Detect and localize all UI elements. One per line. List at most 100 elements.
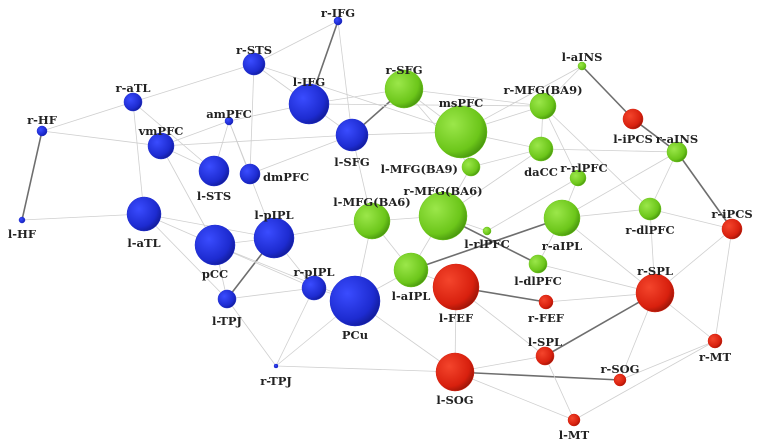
node-vmPFC bbox=[147, 132, 175, 160]
edge-vmPFC-l-SFG bbox=[160, 134, 353, 147]
edge-r-IFG-r-STS bbox=[253, 20, 339, 65]
node-r-rlPFC bbox=[569, 169, 587, 187]
edge-r-MT-r-SOG bbox=[619, 340, 716, 381]
node-label-r-MFG(BA9): r-MFG(BA9) bbox=[503, 83, 582, 97]
node-label-l-MT: l-MT bbox=[559, 428, 590, 442]
node-label-msPFC: msPFC bbox=[439, 96, 484, 110]
node-pCC bbox=[194, 224, 236, 266]
label-layer: r-IFGr-STSr-aTLr-HFl-HFamPFCl-IFGvmPFCl-… bbox=[8, 6, 753, 442]
node-label-r-SPL: r-SPL bbox=[637, 264, 673, 278]
edge-r-SPL-l-SPL bbox=[544, 292, 656, 357]
node-label-l-TPJ: l-TPJ bbox=[212, 314, 242, 328]
node-label-r-HF: r-HF bbox=[27, 113, 58, 127]
node-label-r-aINS: r-aINS bbox=[656, 132, 698, 146]
node-r-SFG bbox=[384, 69, 424, 109]
node-l-SFG bbox=[335, 118, 369, 152]
node-r-aINS bbox=[666, 141, 688, 163]
node-label-r-TPJ: r-TPJ bbox=[260, 374, 292, 388]
node-l-iPCS bbox=[622, 108, 644, 130]
node-label-l-FEF: l-FEF bbox=[439, 311, 474, 325]
edge-l-dlPFC-r-SPL bbox=[537, 263, 656, 294]
node-l-aTL bbox=[126, 196, 162, 232]
edge-r-MFG(BA9)-r-dlPFC bbox=[542, 105, 651, 210]
edge-l-SOG-l-MT bbox=[454, 371, 575, 421]
edge-r-dlPFC-r-iPCS bbox=[649, 208, 733, 230]
node-r-aIPL bbox=[543, 199, 581, 237]
edge-r-HF-l-HF bbox=[21, 130, 43, 221]
node-l-IFG bbox=[288, 83, 330, 125]
edge-l-SOG-r-TPJ bbox=[275, 365, 456, 373]
node-label-l-HF: l-HF bbox=[8, 227, 37, 241]
node-l-MFG(BA6) bbox=[353, 202, 391, 240]
node-label-r-SFG: r-SFG bbox=[385, 63, 422, 77]
edge-r-HF-vmPFC bbox=[41, 130, 162, 147]
node-r-TPJ bbox=[273, 363, 279, 369]
node-label-l-iPCS: l-iPCS bbox=[613, 132, 653, 146]
node-l-TPJ bbox=[217, 289, 237, 309]
node-r-MFG(BA9) bbox=[529, 92, 557, 120]
node-label-r-aIPL: r-aIPL bbox=[542, 239, 582, 253]
node-label-l-SPL: l-SPL bbox=[528, 335, 562, 349]
edge-r-STS-dmPFC bbox=[249, 63, 255, 175]
node-l-pIPL bbox=[253, 217, 295, 259]
node-layer bbox=[18, 16, 743, 427]
node-label-l-IFG: l-IFG bbox=[293, 75, 326, 89]
node-l-SPL bbox=[535, 346, 555, 366]
edge-l-aTL-l-TPJ bbox=[143, 213, 228, 300]
node-label-l-aTL: l-aTL bbox=[127, 236, 160, 250]
node-l-MT bbox=[567, 413, 581, 427]
edge-l-SOG-r-SOG bbox=[454, 371, 621, 381]
edge-r-aINS-r-aIPL bbox=[561, 151, 678, 219]
edge-daCC-r-aINS bbox=[540, 148, 678, 153]
node-label-r-STS: r-STS bbox=[236, 43, 272, 57]
node-label-r-MFG(BA6): r-MFG(BA6) bbox=[403, 184, 482, 198]
node-label-amPFC: amPFC bbox=[206, 107, 252, 121]
node-l-HF bbox=[18, 216, 26, 224]
node-label-vmPFC: vmPFC bbox=[138, 124, 184, 138]
edge-r-SFG-r-MFG(BA9) bbox=[403, 88, 544, 107]
node-r-SOG bbox=[613, 373, 627, 387]
edge-r-pIPL-r-TPJ bbox=[275, 287, 315, 367]
node-label-l-MFG(BA6): l-MFG(BA6) bbox=[333, 195, 410, 209]
edge-r-aTL-l-aTL bbox=[132, 101, 145, 215]
node-label-r-FEF: r-FEF bbox=[528, 311, 565, 325]
node-r-STS bbox=[242, 52, 266, 76]
node-label-PCu: PCu bbox=[342, 328, 368, 342]
node-label-daCC: daCC bbox=[524, 165, 558, 179]
edge-r-pIPL-l-TPJ bbox=[226, 287, 315, 300]
node-label-l-dlPFC: l-dlPFC bbox=[514, 274, 562, 288]
edge-r-iPCS-r-MT bbox=[714, 228, 733, 342]
node-daCC bbox=[528, 136, 554, 162]
node-label-l-aINS: l-aINS bbox=[562, 50, 603, 64]
edge-r-aTL-l-STS bbox=[132, 101, 215, 172]
node-label-l-pIPL: l-pIPL bbox=[254, 208, 293, 222]
node-r-aTL bbox=[123, 92, 143, 112]
node-r-SPL bbox=[635, 273, 675, 313]
node-label-pCC: pCC bbox=[202, 267, 228, 281]
edge-l-aINS-l-iPCS bbox=[581, 65, 634, 120]
node-label-r-aTL: r-aTL bbox=[116, 81, 151, 95]
edge-r-IFG-l-SFG bbox=[337, 20, 353, 136]
edge-l-IFG-r-MFG(BA9) bbox=[308, 103, 544, 107]
node-l-dlPFC bbox=[528, 254, 548, 274]
edge-r-aIPL-r-SPL bbox=[561, 217, 656, 294]
node-label-r-rlPFC: r-rlPFC bbox=[560, 161, 607, 175]
node-r-dlPFC bbox=[638, 197, 662, 221]
node-r-iPCS bbox=[721, 218, 743, 240]
node-r-IFG bbox=[333, 16, 343, 26]
node-r-FEF bbox=[538, 294, 554, 310]
node-label-r-pIPL: r-pIPL bbox=[294, 265, 335, 279]
node-l-STS bbox=[198, 155, 230, 187]
node-label-l-SOG: l-SOG bbox=[436, 393, 473, 407]
node-label-l-SFG: l-SFG bbox=[334, 155, 369, 169]
edge-l-TPJ-r-TPJ bbox=[226, 298, 277, 367]
node-r-MFG(BA6) bbox=[418, 191, 468, 241]
node-dmPFC bbox=[239, 163, 261, 185]
node-label-r-SOG: r-SOG bbox=[601, 362, 640, 376]
edge-r-aINS-r-iPCS bbox=[676, 151, 733, 230]
node-msPFC bbox=[434, 105, 488, 159]
node-label-l-rlPFC: l-rlPFC bbox=[464, 237, 510, 251]
edge-l-HF-l-aTL bbox=[21, 213, 145, 221]
node-l-FEF bbox=[432, 263, 480, 311]
node-l-aIPL bbox=[393, 252, 429, 288]
